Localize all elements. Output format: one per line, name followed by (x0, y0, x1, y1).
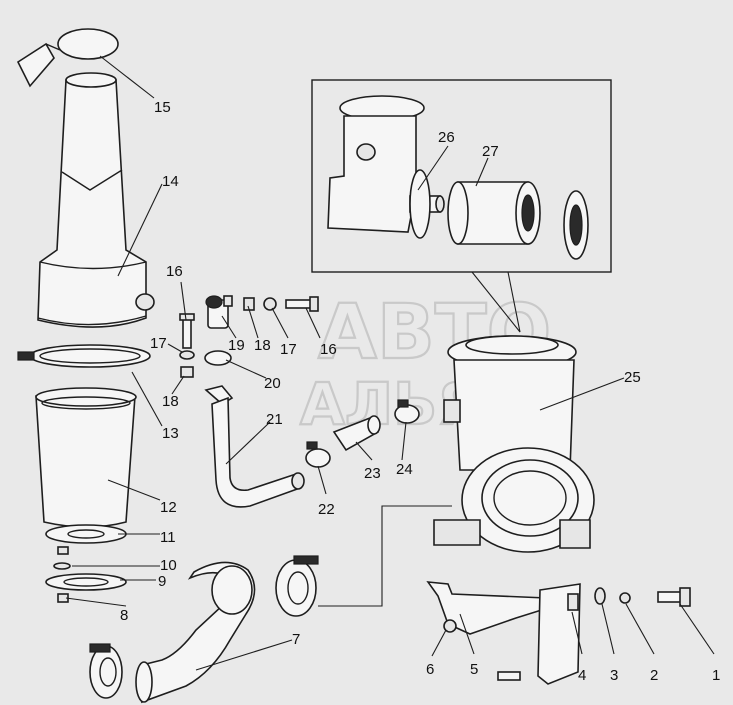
callout-11: 11 (160, 529, 176, 546)
pipe-21 (204, 385, 305, 508)
leader-lines (65, 55, 715, 671)
bolt-16-right (285, 296, 319, 312)
callout-7: 7 (292, 631, 300, 648)
callout-16-right: 16 (320, 341, 337, 358)
callout-10: 10 (160, 557, 177, 574)
callout-23: 23 (364, 465, 381, 482)
hose-7 (135, 561, 256, 704)
callout-18-left: 18 (162, 393, 179, 410)
callout-18-right: 18 (254, 337, 271, 354)
callout-20: 20 (264, 375, 281, 392)
callout-24: 24 (396, 461, 413, 478)
callout-19: 19 (228, 337, 245, 354)
callout-labels: 1 2 3 4 5 6 7 8 9 10 11 12 13 14 15 16 1… (120, 99, 720, 684)
callout-2: 2 (650, 667, 658, 684)
precleaner-tube (37, 72, 155, 328)
callout-27: 27 (482, 143, 499, 160)
callout-3: 3 (610, 667, 618, 684)
nut-3 (594, 587, 606, 605)
clamp-ring (17, 344, 151, 368)
tee-fitting (205, 295, 233, 329)
bolt-1 (657, 587, 691, 607)
bolt-6 (497, 671, 521, 681)
callout-17-left: 17 (150, 335, 167, 352)
top-cap (16, 28, 119, 88)
hose-clamp-lower (89, 643, 123, 699)
detail-inset (311, 79, 612, 333)
gasket-9 (45, 573, 127, 591)
callout-17-right: 17 (280, 341, 297, 358)
callout-26: 26 (438, 129, 455, 146)
hose-clamp-upper (275, 555, 319, 617)
bracket-5 (426, 581, 549, 635)
hose-23 (332, 415, 381, 452)
callout-9: 9 (158, 573, 166, 590)
callout-13: 13 (162, 425, 179, 442)
callout-8: 8 (120, 607, 128, 624)
callout-22: 22 (318, 501, 335, 518)
callout-12: 12 (160, 499, 177, 516)
bolt-16-left (182, 317, 192, 349)
washer-10 (53, 562, 71, 570)
bracket-4 (537, 583, 581, 685)
callout-15: 15 (154, 99, 171, 116)
callout-21: 21 (266, 411, 283, 428)
housing-26 (327, 95, 445, 239)
nut-18-left (180, 366, 194, 378)
gasket-20 (204, 350, 232, 366)
hose-clamp-22 (305, 441, 331, 468)
callout-16-left: 16 (166, 263, 183, 280)
washer-17-right (263, 297, 277, 311)
callout-4: 4 (578, 667, 586, 684)
inset-gasket (563, 190, 589, 260)
hose-clamp-24 (394, 399, 420, 424)
callout-6: 6 (426, 661, 434, 678)
washer-17-left (179, 350, 195, 360)
bolt-11 (57, 546, 69, 555)
callout-5: 5 (470, 661, 478, 678)
filter-element-27 (447, 181, 541, 245)
callout-14: 14 (162, 173, 179, 190)
callout-25: 25 (624, 369, 641, 386)
callout-1: 1 (712, 667, 720, 684)
washer-2 (619, 592, 631, 604)
air-cleaner-25 (433, 335, 595, 553)
cyclone-body (35, 387, 137, 528)
bottom-flange (45, 524, 127, 544)
